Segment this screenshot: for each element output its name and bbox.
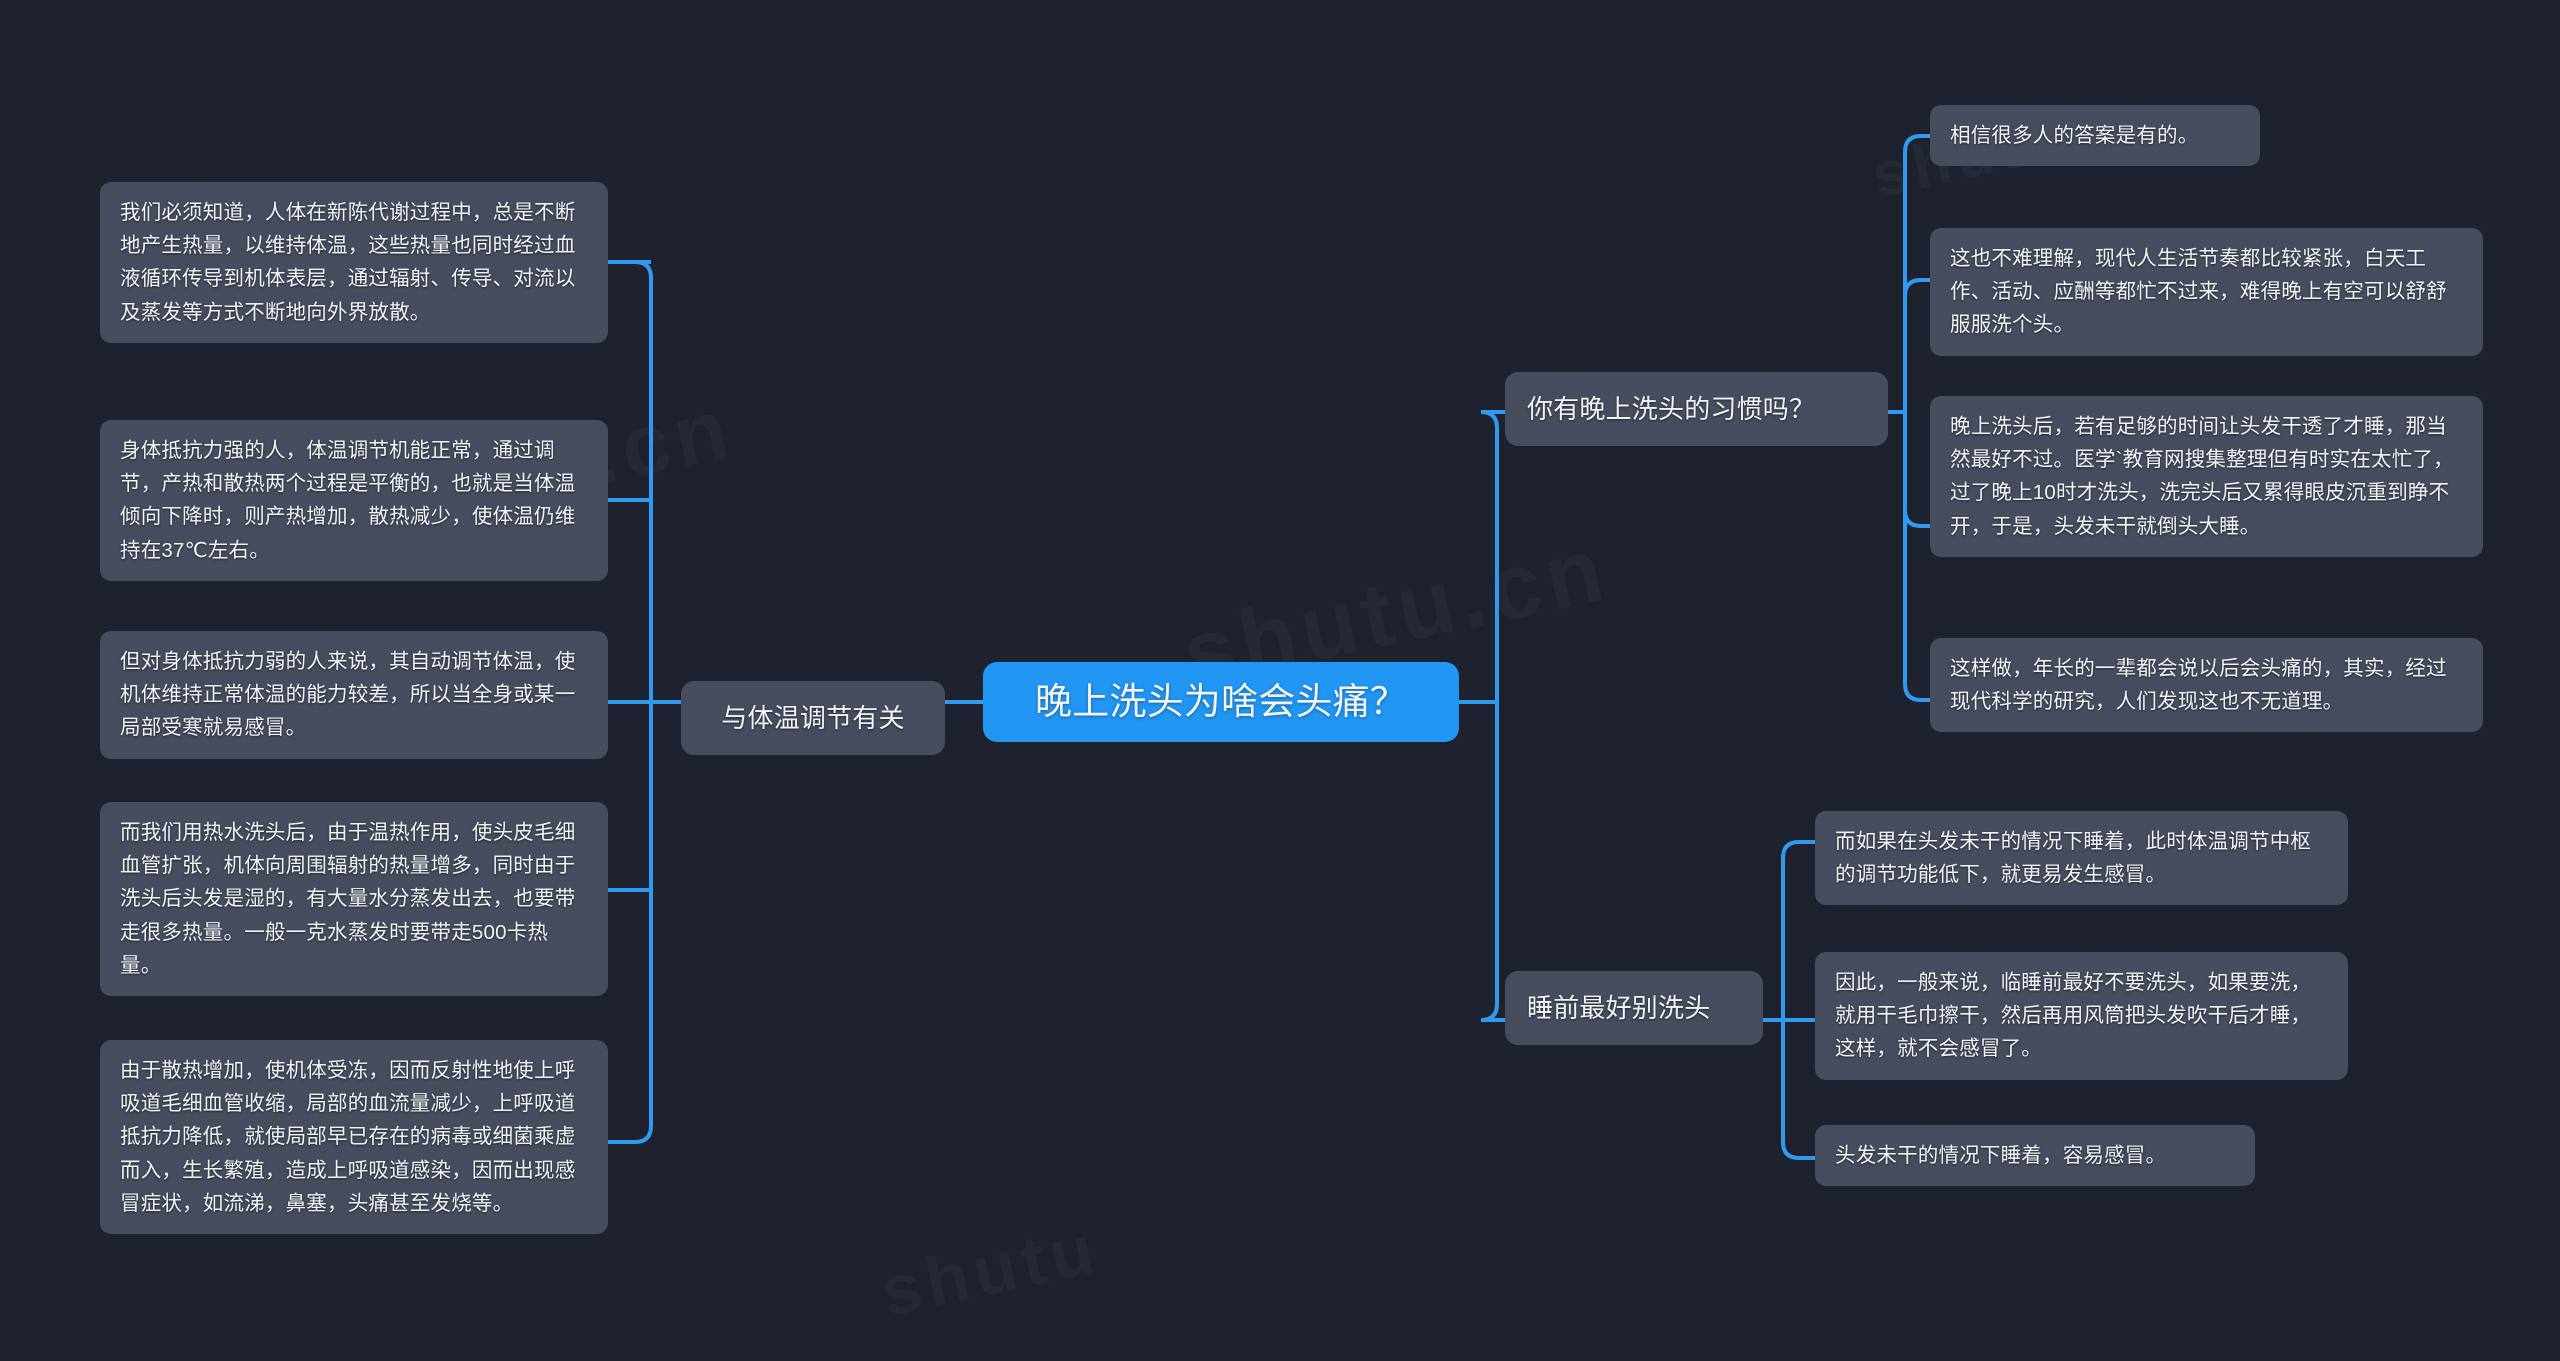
mindmap-branch-node-temperature[interactable]: 与体温调节有关: [681, 681, 945, 756]
root-label: 晚上洗头为啥会头痛？: [1035, 681, 1407, 723]
branch-label: 你有晚上洗头的习惯吗？: [1527, 394, 1816, 424]
mindmap-leaf-node[interactable]: 这也不难理解，现代人生活节奏都比较紧张，白天工作、活动、应酬等都忙不过来，难得晚…: [1930, 228, 2483, 356]
leaf-text: 我们必须知道，人体在新陈代谢过程中，总是不断地产生热量，以维持体温，这些热量也同…: [120, 201, 576, 324]
mindmap-leaf-node[interactable]: 身体抵抗力强的人，体温调节机能正常，通过调节，产热和散热两个过程是平衡的，也就是…: [100, 420, 608, 581]
mindmap-leaf-node[interactable]: 因此，一般来说，临睡前最好不要洗头，如果要洗，就用干毛巾擦干，然后再用风筒把头发…: [1815, 952, 2348, 1080]
mindmap-branch-node-habit[interactable]: 你有晚上洗头的习惯吗？: [1505, 372, 1888, 447]
branch-label: 与体温调节有关: [721, 703, 905, 733]
mindmap-leaf-node[interactable]: 而我们用热水洗头后，由于温热作用，使头皮毛细血管扩张，机体向周围辐射的热量增多，…: [100, 802, 608, 997]
leaf-text: 而我们用热水洗头后，由于温热作用，使头皮毛细血管扩张，机体向周围辐射的热量增多，…: [120, 821, 576, 977]
leaf-text: 身体抵抗力强的人，体温调节机能正常，通过调节，产热和散热两个过程是平衡的，也就是…: [120, 439, 576, 562]
leaf-text: 因此，一般来说，临睡前最好不要洗头，如果要洗，就用干毛巾擦干，然后再用风筒把头发…: [1835, 971, 2312, 1061]
mindmap-leaf-node[interactable]: 由于散热增加，使机体受冻，因而反射性地使上呼吸道毛细血管收缩，局部的血流量减少，…: [100, 1040, 608, 1235]
mindmap-leaf-node[interactable]: 头发未干的情况下睡着，容易感冒。: [1815, 1125, 2255, 1187]
mindmap-leaf-node[interactable]: 晚上洗头后，若有足够的时间让头发干透了才睡，那当然最好不过。医学`教育网搜集整理…: [1930, 396, 2483, 557]
leaf-text: 头发未干的情况下睡着，容易感冒。: [1835, 1144, 2167, 1167]
leaf-text: 这也不难理解，现代人生活节奏都比较紧张，白天工作、活动、应酬等都忙不过来，难得晚…: [1950, 247, 2447, 337]
leaf-text: 但对身体抵抗力弱的人来说，其自动调节体温，使机体维持正常体温的能力较差，所以当全…: [120, 650, 576, 740]
watermark: shutu: [874, 1208, 1106, 1332]
mindmap-leaf-node[interactable]: 但对身体抵抗力弱的人来说，其自动调节体温，使机体维持正常体温的能力较差，所以当全…: [100, 631, 608, 759]
leaf-text: 晚上洗头后，若有足够的时间让头发干透了才睡，那当然最好不过。医学`教育网搜集整理…: [1950, 415, 2454, 538]
leaf-text: 相信很多人的答案是有的。: [1950, 124, 2199, 147]
mindmap-branch-node-before-sleep[interactable]: 睡前最好别洗头: [1505, 971, 1763, 1046]
mindmap-leaf-node[interactable]: 这样做，年长的一辈都会说以后会头痛的，其实，经过现代科学的研究，人们发现这也不无…: [1930, 638, 2483, 733]
leaf-text: 由于散热增加，使机体受冻，因而反射性地使上呼吸道毛细血管收缩，局部的血流量减少，…: [120, 1059, 576, 1215]
mindmap-leaf-node[interactable]: 相信很多人的答案是有的。: [1930, 105, 2260, 167]
mindmap-leaf-node[interactable]: 而如果在头发未干的情况下睡着，此时体温调节中枢的调节功能低下，就更易发生感冒。: [1815, 811, 2348, 906]
leaf-text: 这样做，年长的一辈都会说以后会头痛的，其实，经过现代科学的研究，人们发现这也不无…: [1950, 657, 2447, 714]
leaf-text: 而如果在头发未干的情况下睡着，此时体温调节中枢的调节功能低下，就更易发生感冒。: [1835, 830, 2312, 887]
mindmap-root-node[interactable]: 晚上洗头为啥会头痛？: [983, 662, 1459, 742]
mindmap-leaf-node[interactable]: 我们必须知道，人体在新陈代谢过程中，总是不断地产生热量，以维持体温，这些热量也同…: [100, 182, 608, 343]
branch-label: 睡前最好别洗头: [1527, 993, 1711, 1023]
